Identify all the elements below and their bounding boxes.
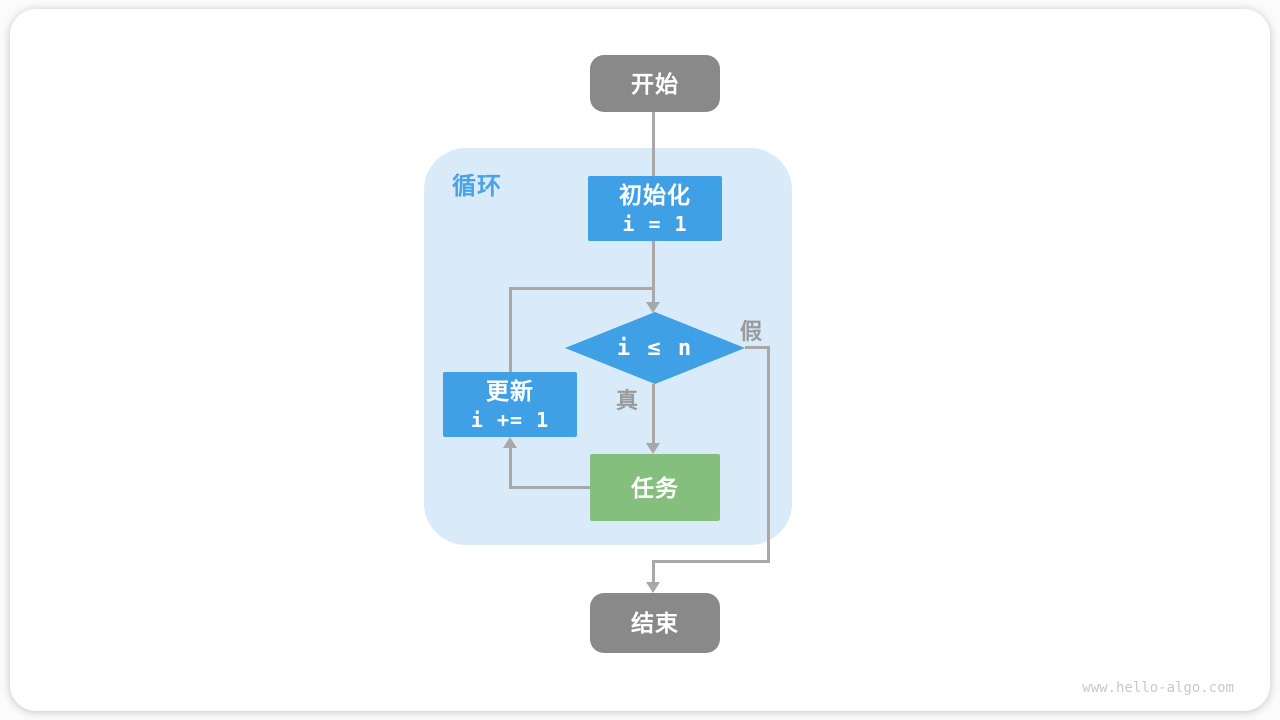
connector-task-to-update-vertical (509, 447, 512, 489)
connector-init-to-condition (652, 240, 655, 304)
node-start: 开始 (590, 55, 720, 112)
arrow-down-icon (646, 582, 660, 593)
node-end: 结束 (590, 593, 720, 653)
node-end-label: 结束 (631, 610, 679, 636)
connector-condition-to-task (652, 384, 655, 444)
connector-start-to-init (652, 110, 655, 178)
arrow-down-icon (646, 443, 660, 454)
node-start-label: 开始 (631, 70, 679, 97)
node-update-title: 更新 (486, 377, 534, 404)
connector-false-horizontal-bottom (652, 560, 770, 563)
loop-container-label: 循环 (452, 173, 502, 200)
node-update: 更新 i += 1 (443, 372, 577, 437)
connector-to-end (652, 560, 655, 583)
arrow-down-icon (646, 302, 660, 313)
node-init: 初始化 i = 1 (588, 176, 722, 241)
connector-update-merge-vertical (509, 287, 512, 372)
node-task-label: 任务 (631, 474, 679, 501)
connector-update-merge-horizontal (509, 287, 655, 290)
node-init-title: 初始化 (619, 181, 691, 208)
arrow-up-icon (503, 437, 517, 448)
edge-label-true: 真 (616, 388, 639, 413)
node-task: 任务 (590, 454, 720, 521)
node-update-code: i += 1 (470, 407, 550, 432)
node-init-code: i = 1 (622, 211, 688, 236)
edge-label-false: 假 (740, 319, 763, 344)
connector-false-vertical (767, 346, 770, 563)
connector-false-horizontal-top (745, 346, 770, 349)
watermark: www.hello-algo.com (1082, 680, 1234, 696)
connector-task-to-update-horizontal (509, 486, 590, 489)
node-condition-code: i ≤ n (616, 335, 694, 361)
